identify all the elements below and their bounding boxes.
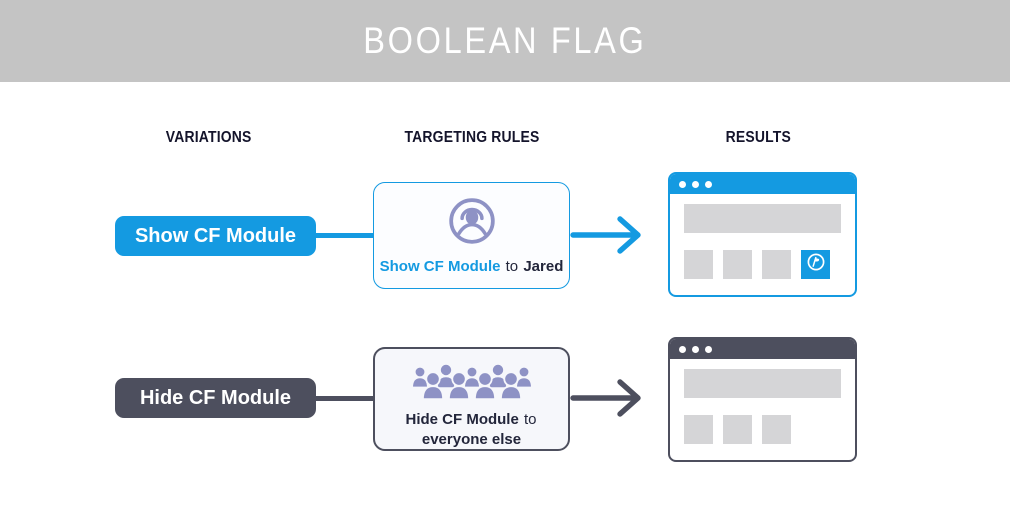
- window-dot-icon: [705, 180, 712, 188]
- browser-title-bar: [670, 174, 855, 194]
- rule-audience-label: Jared: [523, 257, 564, 275]
- content-tile-placeholder: [684, 250, 713, 279]
- rule-action-label: Show CF Module: [379, 257, 501, 275]
- page-title: BOOLEAN FLAG: [363, 20, 647, 61]
- browser-title-bar: [670, 339, 855, 359]
- cf-module-tile: [801, 250, 830, 279]
- content-banner-placeholder: [684, 204, 841, 233]
- column-header-targeting-rules: TARGETING RULES: [404, 129, 540, 146]
- tile-row: [684, 415, 841, 444]
- content-tile-placeholder: [684, 415, 713, 444]
- arrow-right-blue: [570, 212, 652, 258]
- title-banner: BOOLEAN FLAG: [0, 0, 1010, 82]
- targeting-rule-card-show: Show CF Module to Jared: [373, 182, 570, 289]
- rule-sentence: Hide CF Module to everyone else: [405, 410, 537, 449]
- variation-pill-hide-cf-module: Hide CF Module: [115, 378, 316, 418]
- window-dot-icon: [705, 345, 712, 353]
- result-browser-show: [668, 172, 857, 297]
- variation-pill-show-cf-module: Show CF Module: [115, 216, 316, 256]
- column-header-results: RESULTS: [725, 129, 791, 146]
- targeting-rule-card-hide: Hide CF Module to everyone else: [373, 347, 570, 451]
- window-dot-icon: [679, 345, 686, 353]
- rule-connector-word: to: [505, 257, 519, 275]
- content-tile-placeholder: [762, 250, 791, 279]
- connector-line-show: [314, 233, 374, 238]
- rule-action-label: Hide CF Module: [405, 411, 519, 428]
- connector-line-hide: [314, 396, 374, 401]
- window-dot-icon: [692, 180, 699, 188]
- content-tile-placeholder: [723, 250, 752, 279]
- rule-audience-label: everyone else: [421, 430, 522, 448]
- single-user-icon: [447, 196, 497, 251]
- content-tile-placeholder: [723, 415, 752, 444]
- user-group-icon: [405, 361, 539, 410]
- browser-content: [670, 359, 855, 444]
- result-browser-hide: [668, 337, 857, 462]
- tile-row: [684, 250, 841, 279]
- flag-in-circle-icon: [806, 252, 826, 277]
- column-header-variations: VARIATIONS: [166, 129, 252, 146]
- window-dot-icon: [679, 180, 686, 188]
- window-dot-icon: [692, 345, 699, 353]
- content-tile-placeholder: [762, 415, 791, 444]
- rule-connector-word: to: [523, 411, 537, 428]
- browser-content: [670, 194, 855, 279]
- arrow-right-dark: [570, 375, 652, 421]
- rule-sentence: Show CF Module to Jared: [380, 257, 564, 277]
- content-banner-placeholder: [684, 369, 841, 398]
